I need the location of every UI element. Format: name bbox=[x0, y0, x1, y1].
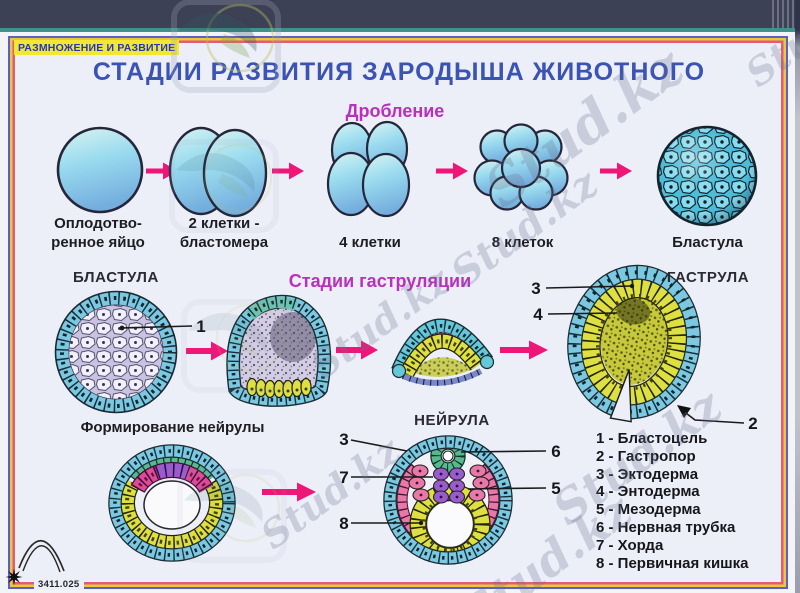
fig-neurula-forming bbox=[108, 444, 236, 562]
callout-gut: 8 bbox=[339, 514, 349, 533]
legend-item: 7 - Хорда bbox=[596, 536, 664, 554]
legend: 1 - Бластоцель 2 - Гастропор 3 - Эктодер… bbox=[596, 430, 749, 572]
arrow-4 bbox=[600, 162, 632, 180]
legend-item: 4 - Энтодерма bbox=[596, 483, 700, 501]
divider-line bbox=[0, 28, 800, 32]
legend-item: 6 - Нервная трубка bbox=[596, 518, 736, 536]
stage-label-blastula: Бластула bbox=[672, 234, 743, 251]
legend-item: 3 - Эктодерма bbox=[596, 465, 699, 483]
callout-gastropore: 2 bbox=[748, 414, 758, 433]
series-tag: РАЗМНОЖЕНИЕ И РАЗВИТИЕ bbox=[14, 40, 180, 55]
arrow-2 bbox=[272, 162, 304, 180]
callout-neural-tube: 6 bbox=[551, 442, 561, 461]
window-top-bar bbox=[0, 0, 800, 28]
callout-entoderm: 4 bbox=[533, 305, 543, 324]
star-icon bbox=[5, 568, 23, 586]
fig-mid-gastrula bbox=[391, 318, 495, 386]
arrow-5 bbox=[186, 341, 228, 361]
page-title: СТАДИИ РАЗВИТИЯ ЗАРОДЫША ЖИВОТНОГО bbox=[92, 58, 706, 86]
fig-late-gastrula bbox=[545, 264, 745, 424]
legend-item: 1 - Бластоцель bbox=[596, 430, 708, 447]
fig-blastula-section bbox=[54, 290, 193, 414]
page-edge-shadow bbox=[795, 0, 800, 593]
blastula-title: БЛАСТУЛА bbox=[73, 269, 159, 286]
callout-chord: 7 bbox=[339, 468, 349, 487]
legend-item: 8 - Первичная кишка bbox=[596, 554, 749, 572]
callout-blastocoel: 1 bbox=[196, 317, 206, 336]
chord-cells bbox=[432, 467, 466, 504]
legend-item: 2 - Гастропор bbox=[596, 447, 696, 465]
callout-ectoderm: 3 bbox=[531, 279, 541, 298]
neurula-forming-heading: Формирование нейрулы bbox=[80, 419, 265, 436]
stage-label-2cells: 2 клетки - бластомера bbox=[179, 215, 269, 251]
arrow-7 bbox=[500, 340, 548, 360]
fig-neurula bbox=[350, 435, 547, 565]
arrow-6 bbox=[336, 340, 378, 360]
stage-label-egg: Оплодотво- ренное яйцо bbox=[51, 215, 145, 251]
gastrula-title: ГАСТРУЛА bbox=[666, 269, 750, 286]
fig-blastula-sphere bbox=[656, 125, 758, 227]
fig-eight-cells bbox=[473, 123, 569, 211]
publisher-logo bbox=[5, 539, 65, 586]
callout-mesoderm: 5 bbox=[551, 479, 561, 498]
product-code: 3411.025 bbox=[34, 579, 84, 590]
fig-fertilized-egg bbox=[56, 126, 144, 214]
stage-label-4cells: 4 клетки bbox=[339, 234, 401, 251]
arrow-8 bbox=[262, 482, 316, 502]
legend-item: 5 - Мезодерма bbox=[596, 501, 701, 519]
fig-early-gastrula bbox=[226, 294, 332, 407]
cleavage-heading: Дробление bbox=[345, 101, 445, 121]
neurula-title: НЕЙРУЛА bbox=[414, 412, 490, 429]
stage-label-8cells: 8 клеток bbox=[491, 234, 554, 251]
callout-neurula-ectoderm: 3 bbox=[339, 430, 349, 449]
fig-four-cells bbox=[326, 120, 411, 218]
gastrulation-heading: Стадии гаструляции bbox=[288, 271, 472, 291]
fig-two-blastomeres bbox=[168, 126, 268, 218]
arrow-3 bbox=[436, 162, 468, 180]
